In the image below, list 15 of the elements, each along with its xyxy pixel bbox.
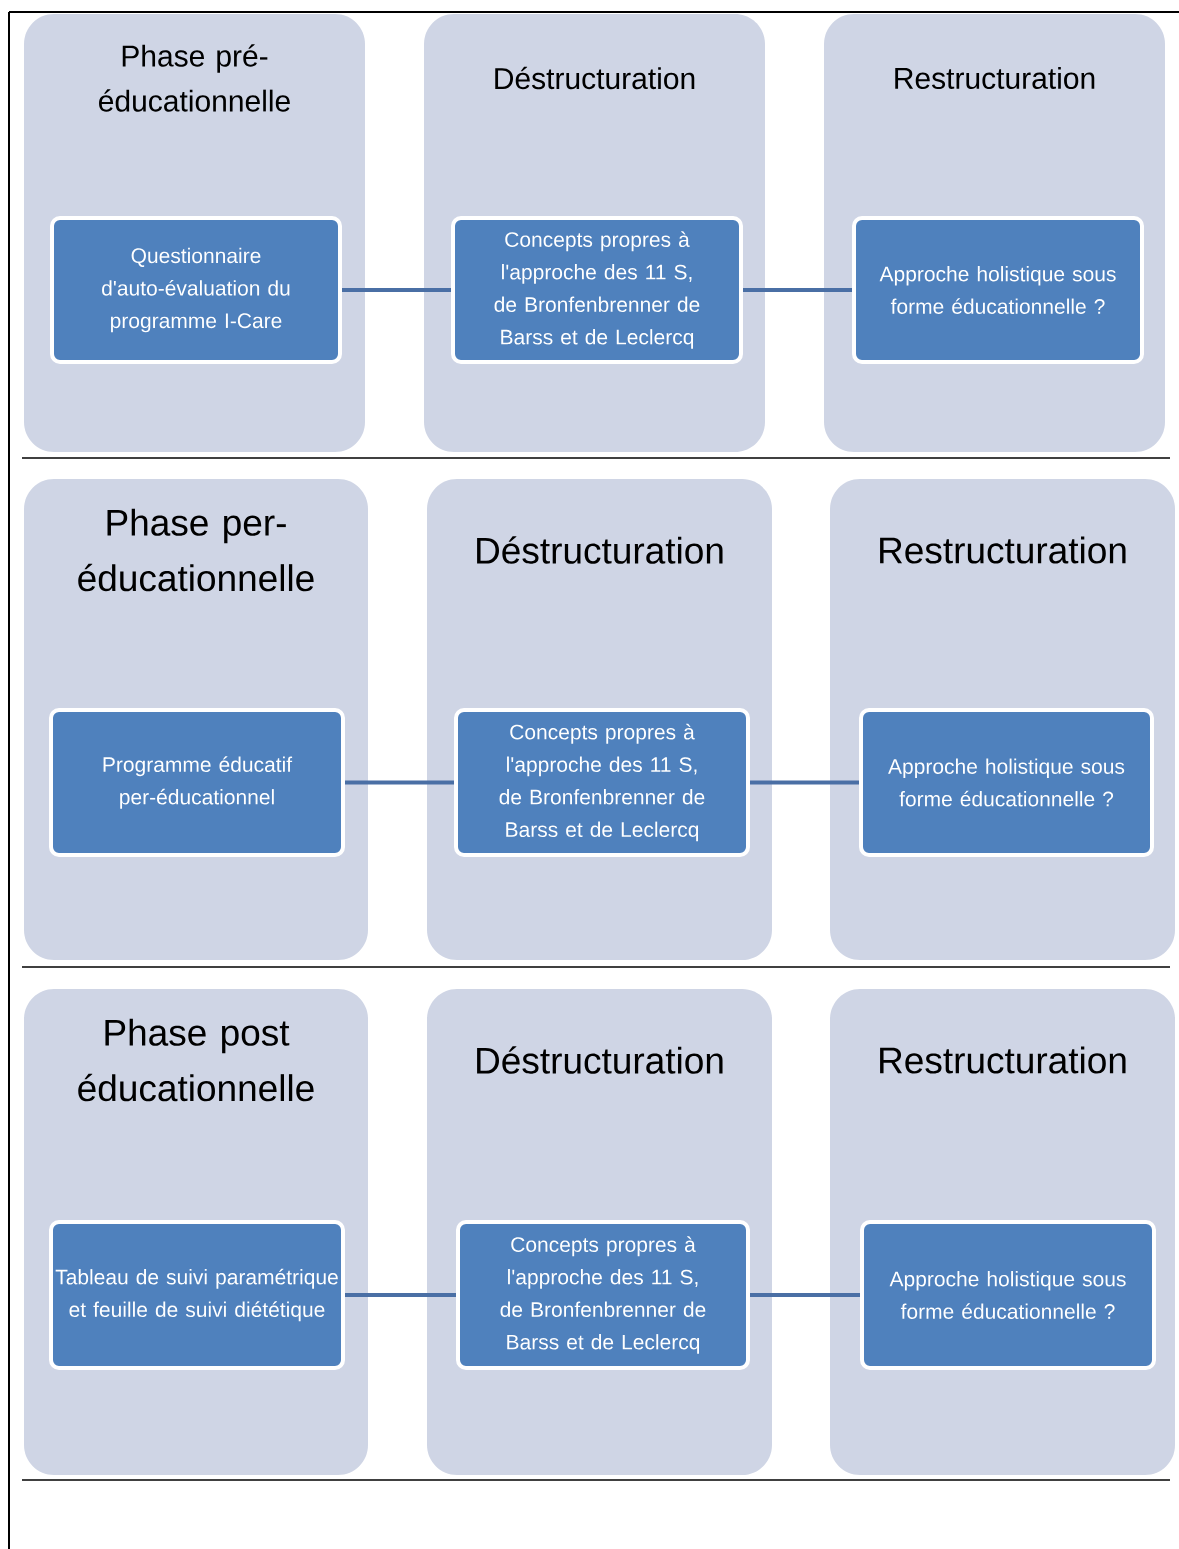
connector-line bbox=[342, 288, 451, 292]
process-box: Concepts propres à l'approche des 11 S, de Bronfenbrenner de Barss et de Leclercq bbox=[456, 1220, 750, 1370]
connector-line bbox=[750, 780, 859, 785]
process-box: Approche holistique sous forme éducationnelle ? bbox=[852, 216, 1144, 364]
connector-line bbox=[345, 780, 454, 785]
connector-line bbox=[345, 1293, 456, 1297]
process-box: Concepts propres à l'approche des 11 S, de Bronfenbrenner de Barss et de Leclercq bbox=[454, 708, 750, 857]
process-box: Approche holistique sous forme éducationnelle ? bbox=[860, 1220, 1156, 1370]
process-box: Concepts propres à l'approche des 11 S, de Bronfenbrenner de Barss et de Leclercq bbox=[451, 216, 743, 364]
connector-line bbox=[743, 288, 852, 292]
process-box: Questionnaire d'auto-évaluation du programme I-Care bbox=[50, 216, 342, 364]
process-box: Tableau de suivi paramétrique et feuille de suivi diététique bbox=[49, 1220, 345, 1370]
process-box: Programme éducatif per-éducationnel bbox=[49, 708, 345, 857]
process-box: Approche holistique sous forme éducationnelle ? bbox=[859, 708, 1154, 857]
connector-line bbox=[750, 1293, 860, 1297]
